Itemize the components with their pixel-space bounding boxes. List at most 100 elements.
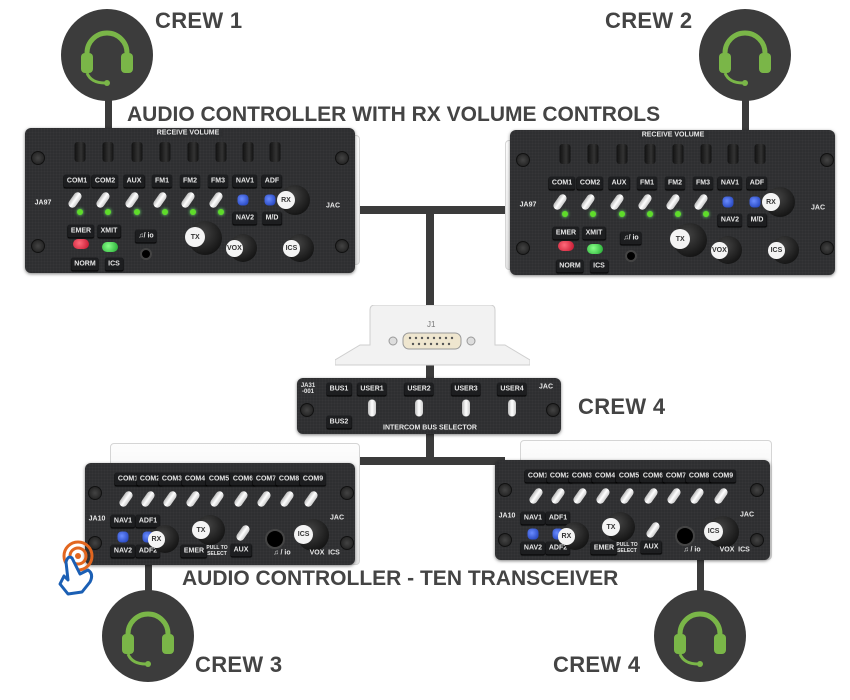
j1-junction-box: J1 (334, 304, 531, 367)
rx-knob[interactable]: RX (558, 522, 589, 550)
ics-switch[interactable] (102, 242, 118, 252)
channel-toggle-nav1[interactable] (237, 194, 249, 206)
channel-toggle-com8[interactable] (688, 486, 706, 506)
user-label: USER4 (497, 382, 527, 396)
channel-toggle-com5[interactable] (208, 489, 226, 509)
ics-knob[interactable]: ICS (283, 234, 314, 262)
tx-knob[interactable]: TX (185, 221, 222, 255)
volume-wheel-fm1[interactable] (159, 142, 171, 162)
channel-toggle-fm1[interactable] (151, 190, 169, 210)
headphone-jack[interactable] (265, 529, 285, 549)
model-label: JA97 (519, 201, 537, 209)
channel-toggle-com7[interactable] (255, 489, 273, 509)
channel-toggle-fm2[interactable] (664, 192, 682, 212)
headphone-jack[interactable] (625, 250, 637, 262)
ics-knob[interactable]: ICS (704, 516, 739, 548)
nav-toggle[interactable] (117, 531, 129, 543)
channel-toggle-nav1[interactable] (722, 196, 734, 208)
volume-wheel-nav1[interactable] (242, 142, 254, 162)
channel-toggle-aux[interactable] (608, 192, 626, 212)
channel-toggle-fm1[interactable] (636, 192, 654, 212)
emer-label: EMER (67, 224, 95, 238)
vox-knob[interactable]: VOX (711, 236, 742, 264)
channel-toggle-fm3[interactable] (692, 192, 710, 212)
volume-wheel-fm2[interactable] (672, 144, 684, 164)
channel-toggle-com2[interactable] (549, 486, 567, 506)
channel-toggle-com2[interactable] (139, 489, 157, 509)
nav-toggle[interactable] (527, 528, 539, 540)
aux-toggle[interactable] (234, 523, 252, 543)
aux-toggle[interactable] (644, 520, 662, 540)
channel-label: FM3 (208, 174, 228, 188)
volume-wheel-com2[interactable] (102, 142, 114, 162)
channel-toggle-com1[interactable] (66, 190, 84, 210)
channel-toggle-com1[interactable] (117, 489, 135, 509)
volume-wheel-com2[interactable] (587, 144, 599, 164)
ics-knob[interactable]: ICS (768, 236, 799, 264)
channel-toggle-com4[interactable] (594, 486, 612, 506)
headphone-jack[interactable] (675, 526, 695, 546)
channel-toggle-com7[interactable] (665, 486, 683, 506)
aux-label: AUX (640, 540, 662, 554)
ics-knob[interactable]: ICS (294, 519, 329, 551)
channel-toggle-com2[interactable] (94, 190, 112, 210)
bus1-label: BUS1 (326, 382, 352, 396)
channel-toggle-com6[interactable] (642, 486, 660, 506)
channel-toggle-com1[interactable] (551, 192, 569, 212)
channel-toggle-com1[interactable] (527, 486, 545, 506)
user3-toggle[interactable] (462, 399, 470, 417)
channel-label: COM4 (181, 472, 209, 486)
channel-toggle-com3[interactable] (571, 486, 589, 506)
led-indicator (562, 211, 568, 217)
knob-label: TX (670, 229, 691, 250)
volume-wheel-aux[interactable] (131, 142, 143, 162)
channel-label: FM1 (637, 176, 657, 190)
channel-toggle-com4[interactable] (184, 489, 202, 509)
channel-toggle-com8[interactable] (278, 489, 296, 509)
channel-toggle-com9[interactable] (712, 486, 730, 506)
channel-toggle-com5[interactable] (618, 486, 636, 506)
wire-crew2 (742, 95, 749, 135)
headphone-jack[interactable] (140, 248, 152, 260)
channel-toggle-adf[interactable] (264, 194, 276, 206)
user4-toggle[interactable] (508, 399, 516, 417)
rx-knob[interactable]: RX (148, 525, 179, 553)
volume-wheel-adf[interactable] (754, 144, 766, 164)
mounting-screw (498, 533, 512, 547)
user2-toggle[interactable] (415, 399, 423, 417)
volume-wheel-fm3[interactable] (700, 144, 712, 164)
rx-knob[interactable]: RX (762, 187, 795, 217)
channel-label: NAV1 (232, 174, 258, 188)
volume-wheel-aux[interactable] (616, 144, 628, 164)
volume-wheel-fm1[interactable] (644, 144, 656, 164)
tx-knob[interactable]: TX (670, 223, 707, 257)
channel-toggle-com9[interactable] (302, 489, 320, 509)
tx-select-knob[interactable]: TX (602, 512, 635, 542)
channel-toggle-com3[interactable] (161, 489, 179, 509)
touch-hand-icon[interactable] (52, 540, 102, 596)
channel-toggle-fm3[interactable] (207, 190, 225, 210)
channel-toggle-fm2[interactable] (179, 190, 197, 210)
channel-toggle-com6[interactable] (232, 489, 250, 509)
user1-toggle[interactable] (368, 399, 376, 417)
channel-toggle-com2[interactable] (579, 192, 597, 212)
wire-crew1 (105, 95, 112, 135)
volume-wheel-com1[interactable] (74, 142, 86, 162)
volume-wheel-fm3[interactable] (215, 142, 227, 162)
rx-knob[interactable]: RX (277, 185, 310, 215)
volume-wheel-nav1[interactable] (727, 144, 739, 164)
emer-switch[interactable] (558, 241, 574, 251)
nav2-label: NAV2 (520, 541, 546, 555)
channel-toggle-adf[interactable] (749, 196, 761, 208)
volume-wheel-adf[interactable] (269, 142, 281, 162)
channel-toggle-aux[interactable] (123, 190, 141, 210)
nav1-label: NAV1 (520, 511, 546, 525)
vox-knob[interactable]: VOX (226, 234, 257, 262)
ics-switch[interactable] (587, 244, 603, 254)
mounting-screw (335, 239, 349, 253)
emer-switch[interactable] (73, 239, 89, 249)
volume-wheel-fm2[interactable] (187, 142, 199, 162)
tx-select-knob[interactable]: TX (192, 515, 225, 545)
volume-wheel-com1[interactable] (559, 144, 571, 164)
